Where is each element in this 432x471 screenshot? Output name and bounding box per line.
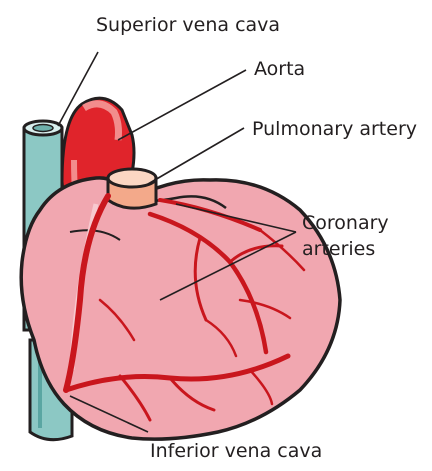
heart-muscle — [21, 178, 340, 439]
label-aorta: Aorta — [254, 58, 305, 80]
label-pulmonary-artery: Pulmonary artery — [252, 118, 417, 140]
label-coronary-line2: arteries — [302, 238, 375, 260]
leader-aorta — [118, 70, 246, 140]
label-coronary-line1: Coronary — [302, 212, 389, 234]
pulmonary-artery — [108, 169, 156, 208]
label-inferior-vena-cava: Inferior vena cava — [150, 440, 322, 462]
leader-pulmonary-artery — [148, 128, 244, 184]
label-superior-vena-cava: Superior vena cava — [96, 14, 280, 36]
